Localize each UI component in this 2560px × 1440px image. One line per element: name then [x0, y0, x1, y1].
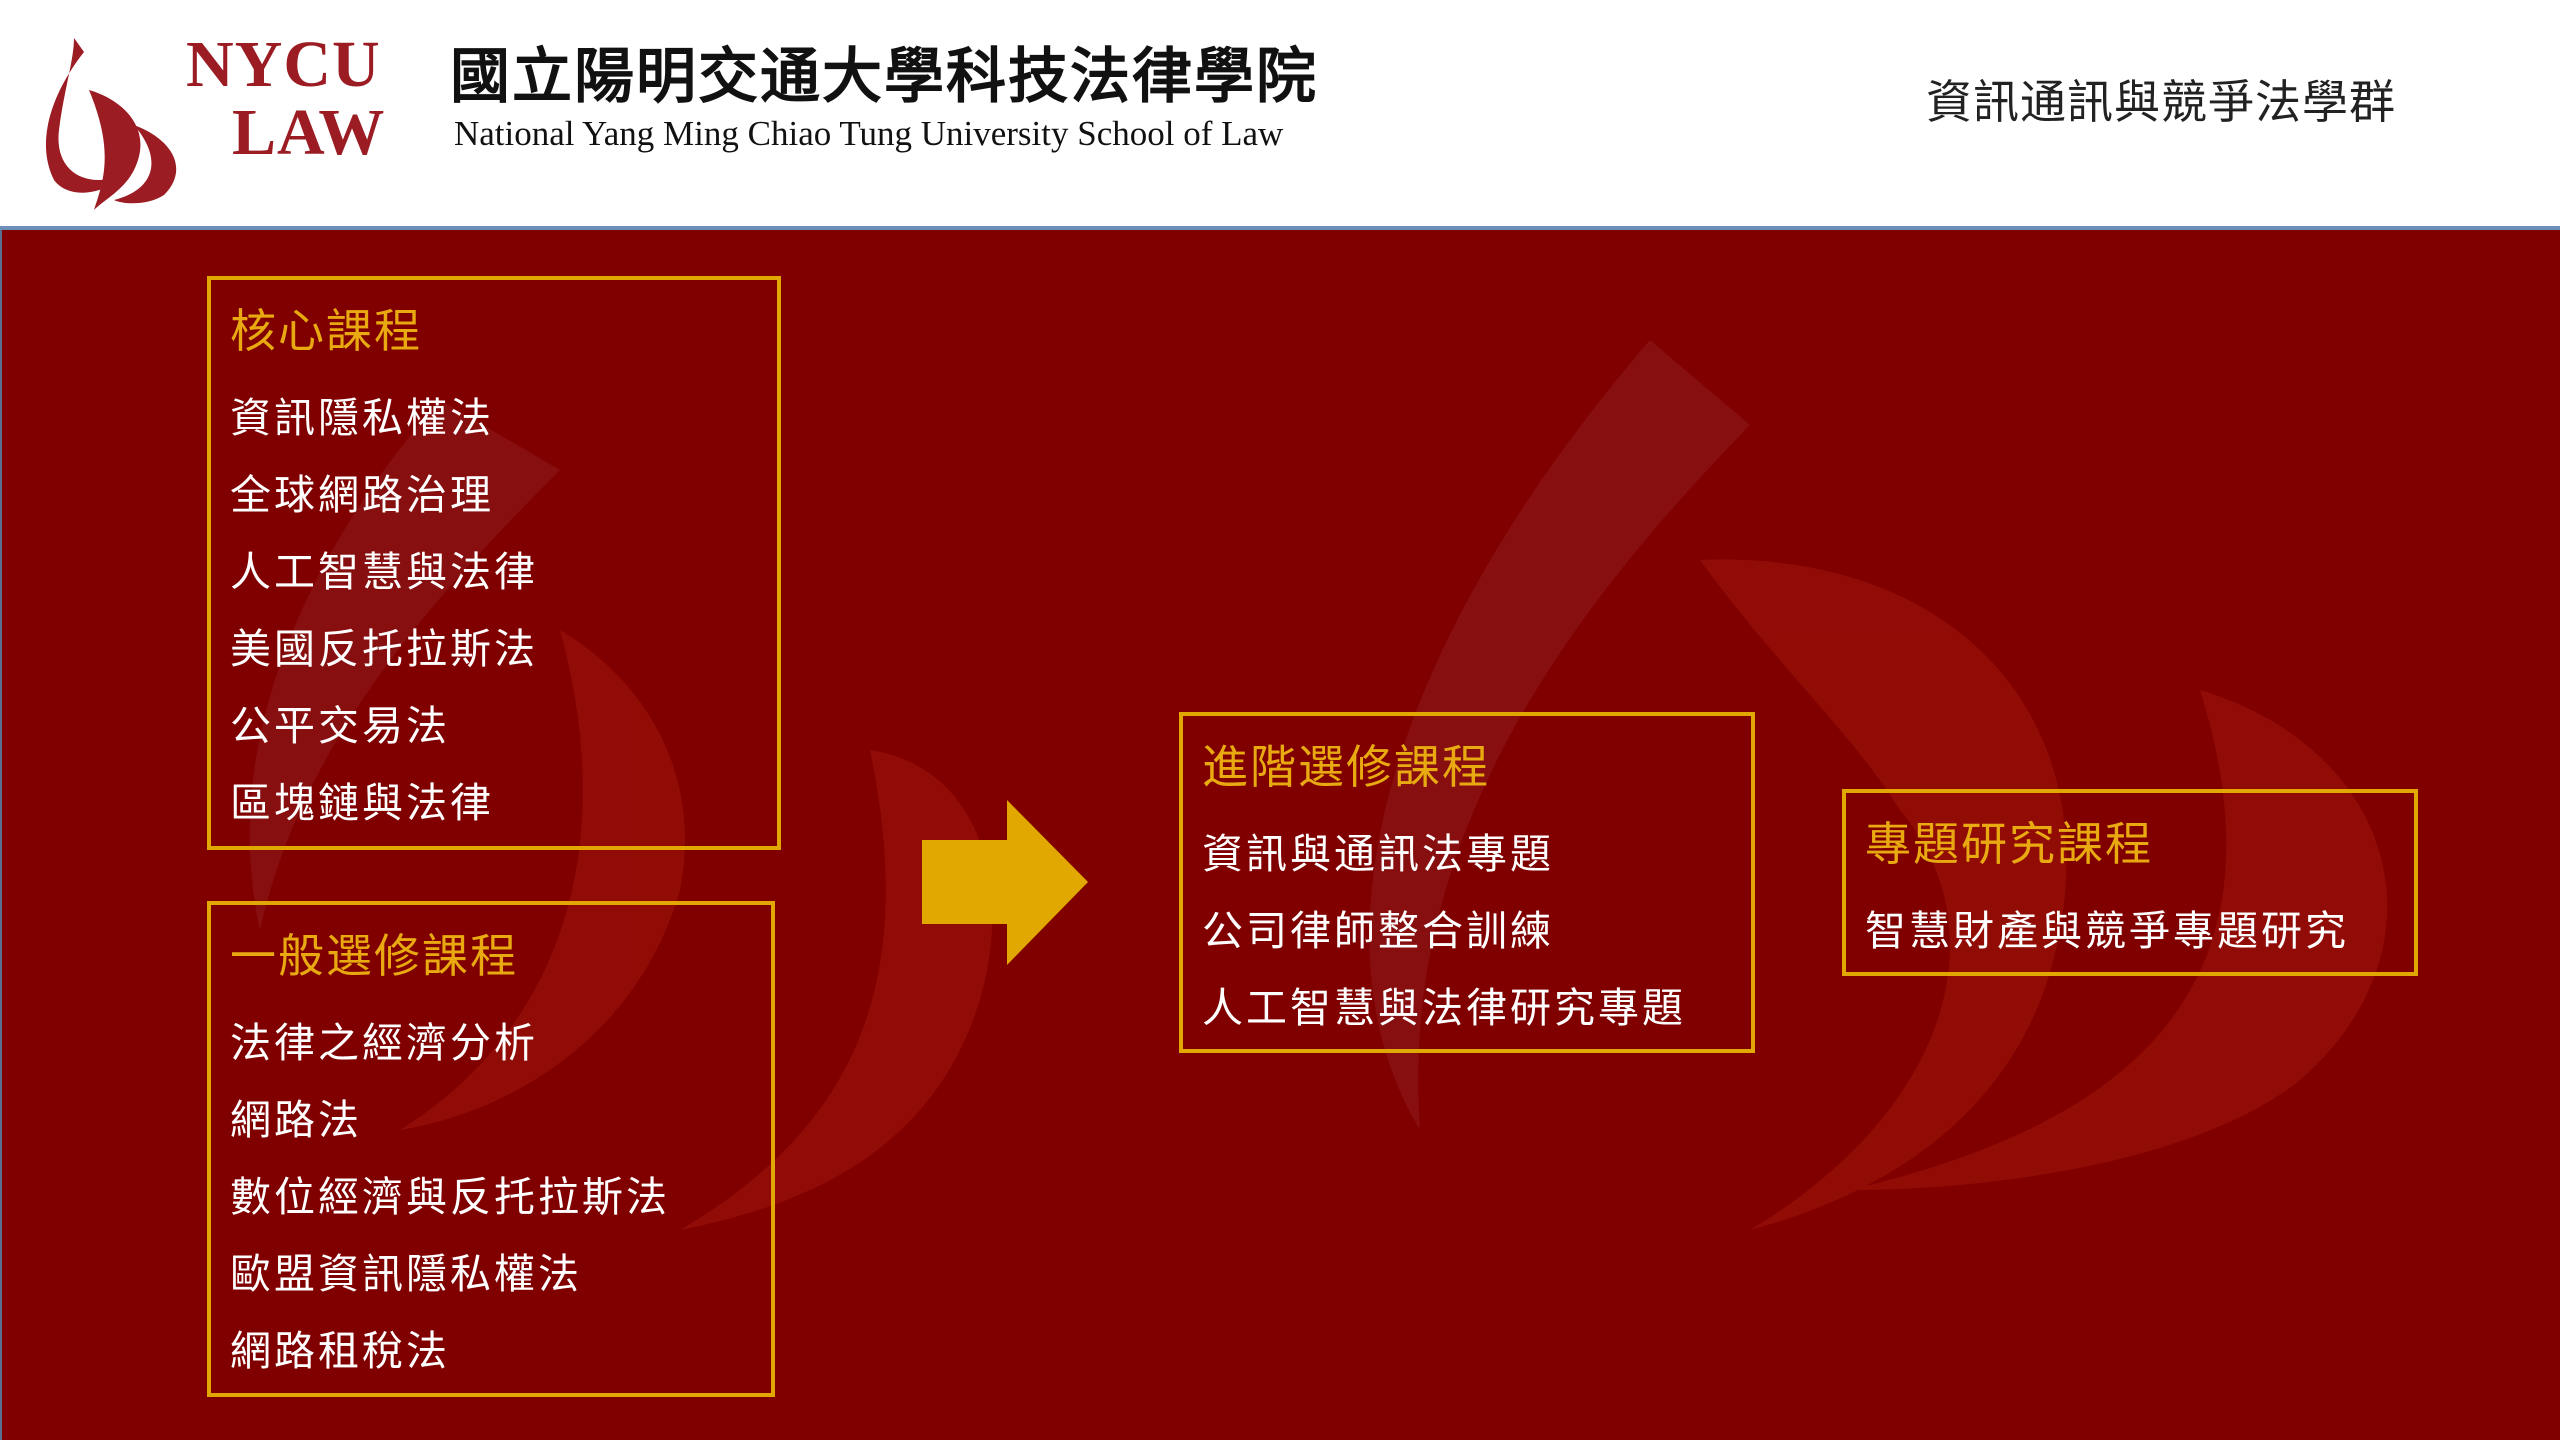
advanced-electives-title: 進階選修課程	[1202, 740, 1490, 794]
course-item: 公司律師整合訓練	[1202, 907, 1554, 955]
flame-logo-icon	[45, 38, 177, 210]
group-name: 資訊通訊與競爭法學群	[1926, 75, 2396, 129]
general-electives-title: 一般選修課程	[230, 929, 518, 983]
course-item: 區塊鏈與法律	[230, 779, 494, 827]
core-courses-box: 核心課程 資訊隱私權法 全球網路治理 人工智慧與法律 美國反托拉斯法 公平交易法…	[207, 276, 781, 850]
general-electives-box: 一般選修課程 法律之經濟分析 網路法 數位經濟與反托拉斯法 歐盟資訊隱私權法 網…	[207, 901, 775, 1397]
course-item: 歐盟資訊隱私權法	[230, 1250, 582, 1298]
core-courses-title: 核心課程	[230, 304, 422, 358]
course-item: 全球網路治理	[230, 471, 494, 519]
flame-watermark-icon	[249, 340, 2388, 1230]
course-item: 美國反托拉斯法	[230, 625, 538, 673]
course-item: 人工智慧與法律研究專題	[1202, 984, 1686, 1032]
research-courses-box: 專題研究課程 智慧財產與競爭專題研究	[1842, 789, 2418, 976]
course-item: 公平交易法	[230, 702, 450, 750]
course-item: 法律之經濟分析	[230, 1019, 538, 1067]
course-item: 數位經濟與反托拉斯法	[230, 1173, 670, 1221]
school-title-en: National Yang Ming Chiao Tung University…	[454, 114, 1284, 153]
course-item: 網路租稅法	[230, 1327, 450, 1375]
main-area	[0, 230, 2560, 1440]
course-item: 人工智慧與法律	[230, 548, 538, 596]
logo-law: LAW	[232, 96, 386, 169]
course-item: 網路法	[230, 1096, 362, 1144]
course-item: 資訊與通訊法專題	[1202, 830, 1554, 878]
course-item: 智慧財產與競爭專題研究	[1865, 907, 2349, 955]
course-item: 資訊隱私權法	[230, 394, 494, 442]
research-courses-title: 專題研究課程	[1865, 817, 2153, 871]
logo-nycu: NYCU	[186, 28, 381, 101]
right-arrow-icon	[922, 800, 1088, 965]
school-title-zh: 國立陽明交通大學科技法律學院	[450, 42, 1318, 112]
advanced-electives-box: 進階選修課程 資訊與通訊法專題 公司律師整合訓練 人工智慧與法律研究專題	[1179, 712, 1755, 1053]
header: NYCU LAW 國立陽明交通大學科技法律學院 National Yang Mi…	[0, 0, 2560, 230]
